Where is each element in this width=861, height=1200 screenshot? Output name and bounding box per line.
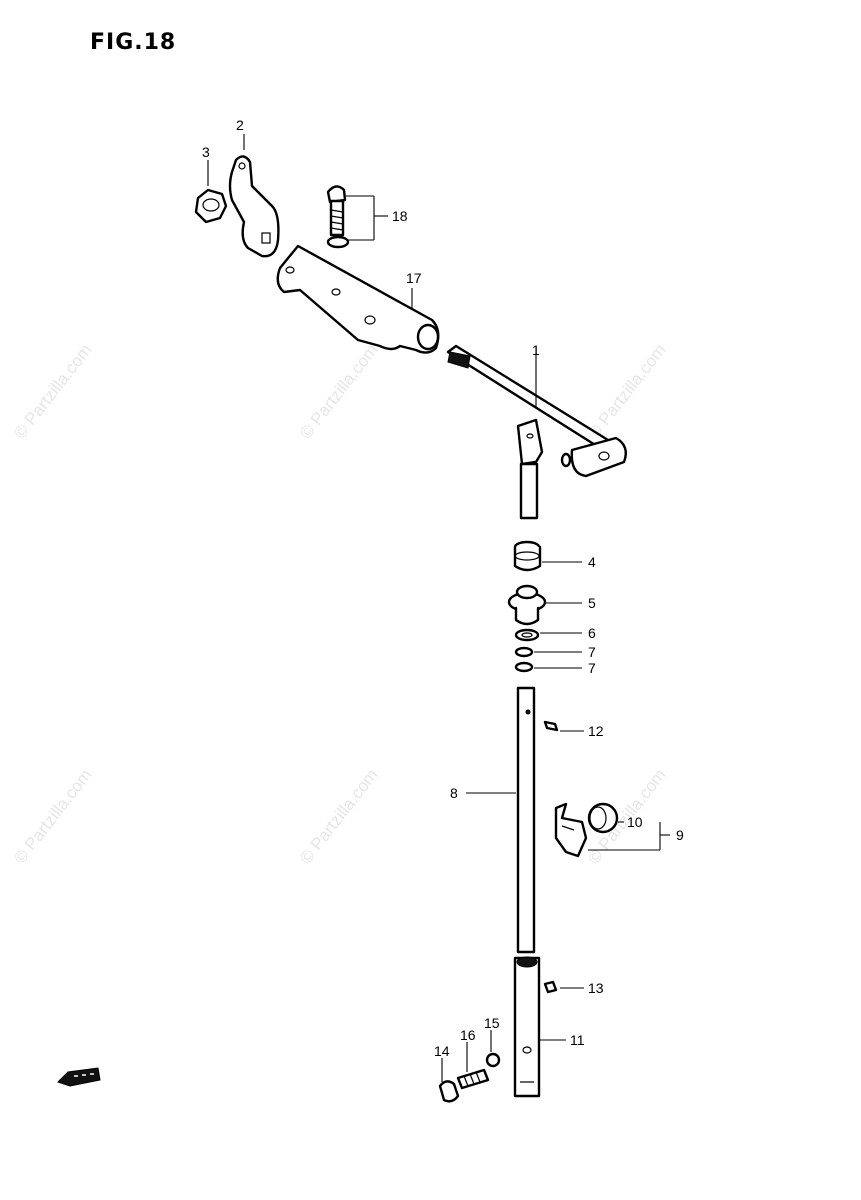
callout-2: 2 [236, 117, 244, 133]
callout-9: 9 [676, 827, 684, 843]
part-15-ball [485, 1052, 501, 1068]
part-3-nut [194, 188, 228, 224]
callout-10: 10 [627, 814, 643, 830]
callout-14: 14 [434, 1043, 450, 1059]
callout-18: 18 [392, 208, 408, 224]
watermark-text: © Partzilla.com [10, 765, 96, 867]
part-8-shaft [516, 686, 536, 954]
figure-title: FIG.18 [90, 30, 177, 55]
callout-7a: 7 [588, 644, 596, 660]
callout-labels: 2 3 18 17 1 4 5 6 7 7 12 8 10 9 13 15 16… [202, 117, 684, 1059]
callout-7b: 7 [588, 660, 596, 676]
part-7-oring [514, 646, 534, 673]
part-13-pin [543, 980, 558, 994]
part-2-bracket [228, 155, 280, 258]
callout-6: 6 [588, 625, 596, 641]
part-4-bushing [513, 540, 542, 572]
part-6-washer [514, 628, 540, 642]
callout-16: 16 [460, 1027, 476, 1043]
watermark-text: © Partzilla.com [10, 340, 96, 442]
leader-lines [207, 134, 670, 1082]
watermark-text: © Partzilla.com [296, 765, 382, 867]
callout-12: 12 [588, 723, 604, 739]
part-1-shift-shaft [446, 344, 627, 520]
callout-17: 17 [406, 270, 422, 286]
watermark-text: © Partzilla.com [296, 340, 382, 442]
callout-15: 15 [484, 1015, 500, 1031]
callout-5: 5 [588, 595, 596, 611]
part-16-spring [456, 1068, 490, 1090]
callout-3: 3 [202, 144, 210, 160]
part-9-shift-fork [554, 802, 588, 858]
callout-4: 4 [588, 554, 596, 570]
part-18-bolt [326, 185, 350, 249]
part-10-roller [587, 802, 619, 834]
part-5-seal [507, 584, 547, 626]
part-11-lower-shaft [513, 956, 541, 1098]
callout-13: 13 [588, 980, 604, 996]
part-17-lever [276, 244, 440, 354]
part-14-cap [438, 1080, 460, 1103]
callout-1: 1 [532, 342, 540, 358]
callout-11: 11 [570, 1032, 585, 1048]
watermark-text: © Partzilla.com [584, 340, 670, 442]
callout-8: 8 [450, 785, 458, 801]
part-12-pin [543, 720, 559, 732]
front-direction-arrow-icon [57, 1067, 101, 1087]
